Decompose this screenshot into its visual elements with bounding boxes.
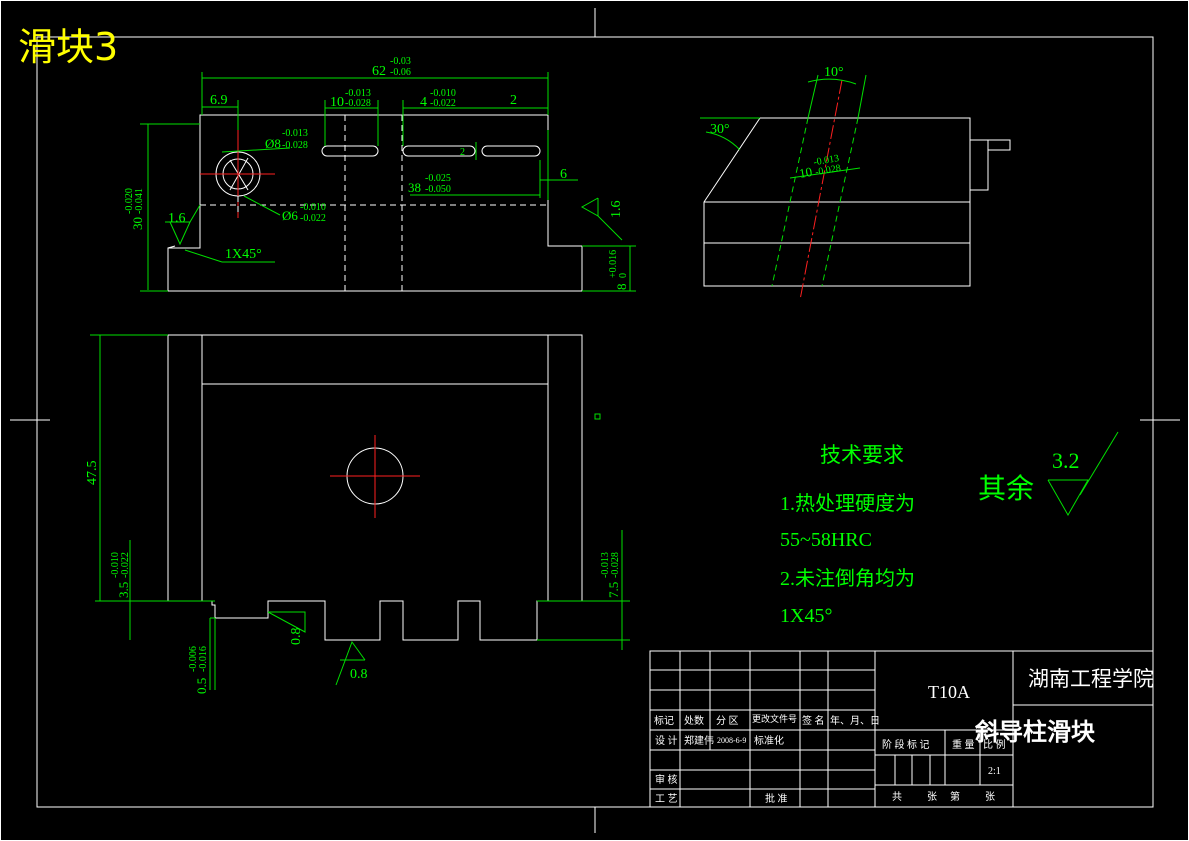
side-view	[700, 74, 1011, 301]
sheet-index: 第	[950, 790, 960, 803]
sheet-unit-2: 张	[985, 791, 995, 803]
dim-bottom-step: 0.5	[194, 678, 209, 694]
part-name: 斜导柱滑块	[974, 719, 1095, 746]
dim-hole-small-tol-lower: -0.022	[300, 213, 326, 224]
dim-bottom-right-tol-upper: -0.013	[600, 552, 611, 578]
dim-chamfer: 1X45°	[225, 247, 262, 262]
dim-hole-small: Ø6	[282, 208, 298, 223]
hdr-change-doc: 更改文件号	[752, 713, 797, 724]
weight-label: 重 量	[952, 738, 975, 751]
roughness-rest-label: 其余	[978, 473, 1034, 505]
dim-bottom-left-tol-upper: -0.010	[110, 552, 121, 578]
tech-line-4: 1X45°	[780, 605, 832, 627]
sheet-unit-1: 张	[927, 791, 937, 803]
dim-bottom-left-tol-lower: -0.022	[120, 552, 131, 578]
dim-base-height: 8	[614, 284, 629, 291]
process-label: 工 艺	[655, 793, 678, 805]
bottom-view-dimensions	[90, 334, 630, 690]
stage-label: 阶 段 标 记	[882, 738, 930, 751]
dim-right-gap: 2	[510, 93, 517, 108]
roughness-b1: 0.8	[289, 628, 304, 646]
dim-bottom-right-tol-lower: -0.028	[610, 552, 621, 578]
dim-hole-large: Ø8	[265, 136, 281, 151]
marker-square	[594, 413, 601, 420]
hdr-signature: 签 名	[802, 714, 825, 727]
dim-base-tol-upper: +0.016	[608, 250, 619, 278]
hdr-count: 处数	[684, 714, 704, 727]
dim-slot-span-tol-lower: -0.050	[425, 184, 451, 195]
review-label: 审 核	[655, 773, 678, 786]
design-label: 设 计	[655, 734, 678, 747]
side-angle: 30°	[710, 122, 730, 137]
school-name: 湖南工程学院	[1028, 667, 1154, 691]
dim-bottom-height: 47.5	[85, 461, 100, 486]
dim-base-tol-lower: 0	[618, 273, 629, 278]
roughness-b2: 0.8	[350, 667, 368, 682]
dim-overall-tol-lower: -0.06	[390, 67, 411, 78]
approve-label: 批 准	[765, 792, 788, 805]
dim-left-offset: 6.9	[210, 93, 228, 108]
dim-hole-large-tol-lower: -0.028	[282, 140, 308, 151]
std-label: 标准化	[754, 734, 784, 747]
sheet-title: 滑块3	[18, 25, 118, 69]
dim-step: 6	[560, 167, 567, 182]
dim-bottom-right: 7.5	[606, 582, 621, 598]
dim-height: 30	[130, 217, 145, 230]
hdr-date: 年、月、日	[830, 714, 880, 727]
dim-height-tol-upper: -0.020	[124, 188, 135, 214]
dim-slot-span-tol-upper: -0.025	[425, 173, 451, 184]
dim-overall-length: 62	[372, 64, 386, 79]
tech-line-3: 2.未注倒角均为	[780, 567, 915, 590]
tech-heading: 技术要求	[820, 443, 904, 467]
dim-slot-b: 4	[420, 95, 427, 110]
dim-hole-large-tol-upper: -0.013	[282, 128, 308, 139]
roughness-rest-tail	[1079, 431, 1119, 496]
designer: 郑建伟	[684, 734, 714, 747]
dim-overall-tol-upper: -0.03	[390, 56, 411, 67]
side-slot-tol-lower: -0.028	[814, 163, 841, 178]
dim-slot-b-tol-lower: -0.022	[430, 98, 456, 109]
hdr-mark: 标记	[654, 715, 674, 727]
dim-bottom-step-tol-upper: -0.006	[188, 646, 199, 672]
front-view	[167, 114, 583, 292]
tech-line-1: 1.热处理硬度为	[780, 492, 915, 515]
design-date: 2008-6-9	[717, 736, 746, 745]
roughness-left: 1.6	[168, 211, 186, 226]
dim-slot-b-tol-upper: -0.010	[430, 88, 456, 99]
dim-slot-width: 2	[460, 147, 465, 158]
roughness-right: 1.6	[609, 201, 624, 219]
dim-height-tol-lower: -0.041	[134, 188, 145, 214]
side-slot: 10	[798, 164, 813, 181]
front-view-dimensions	[140, 72, 636, 292]
dim-slot-a-tol-upper: -0.013	[345, 88, 371, 99]
dim-slot-span: 38	[408, 180, 421, 195]
tech-line-2: 55~58HRC	[780, 529, 872, 551]
roughness-rest-symbol	[1047, 479, 1089, 517]
sheet-total: 共	[892, 791, 902, 803]
dim-bottom-step-tol-lower: -0.016	[198, 646, 209, 672]
ratio-label: 比 例	[983, 738, 1006, 751]
side-angle-top: 10°	[824, 65, 844, 80]
dim-slot-a: 10	[330, 95, 344, 110]
dim-hole-small-tol-upper: -0.010	[300, 202, 326, 213]
roughness-rest-value: 3.2	[1052, 448, 1080, 473]
side-slot-tol-upper: -0.013	[813, 153, 840, 168]
dim-slot-a-tol-lower: -0.028	[345, 98, 371, 109]
scale: 2:1	[988, 766, 1001, 777]
dim-bottom-left: 3.5	[116, 582, 131, 598]
material: T10A	[928, 682, 970, 702]
hdr-zone: 分 区	[716, 715, 739, 727]
bottom-view	[167, 334, 583, 641]
title-block	[649, 650, 1154, 808]
